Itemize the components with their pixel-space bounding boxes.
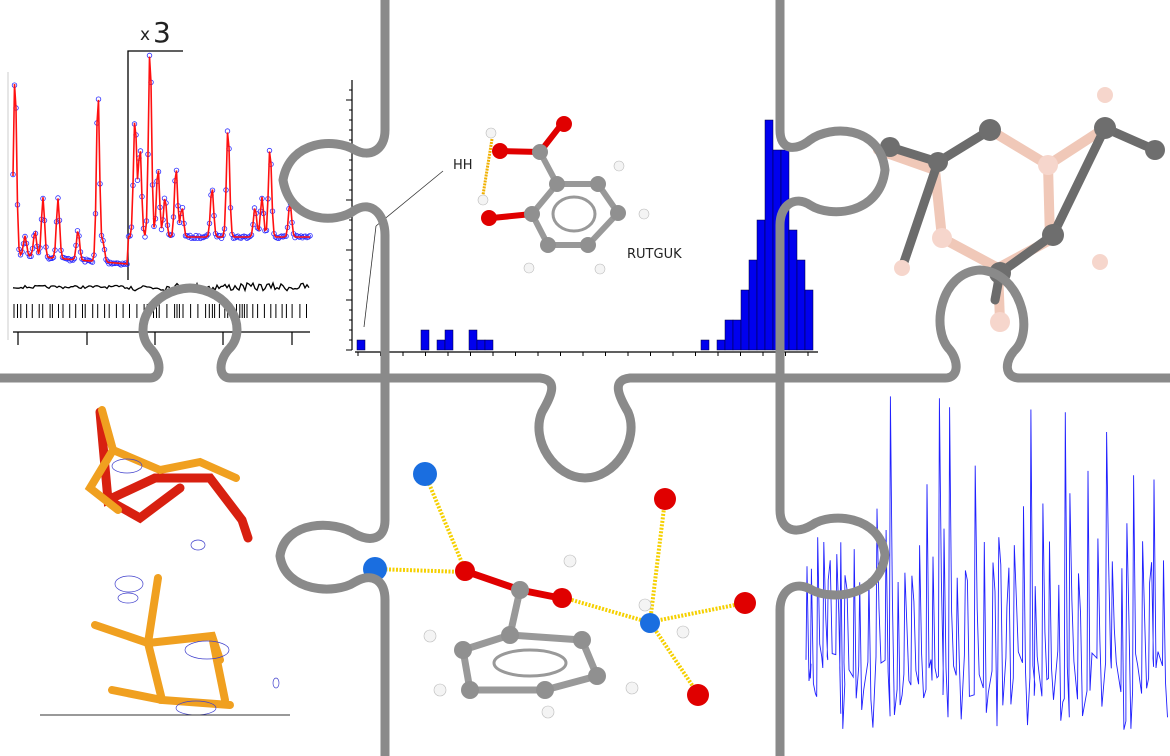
observed-point [83,256,90,262]
hh-callout-line [363,225,377,328]
x-axis-ticks [17,332,293,345]
histogram-bar [356,339,366,351]
hbond-icon [481,138,494,196]
observed-point [184,232,190,239]
histogram-bar [740,289,750,351]
histogram-bar [700,339,710,351]
histogram-bar [420,329,430,351]
histogram-bar [444,329,454,351]
hbond-network-molecule [363,462,756,719]
refcode-label: RUTGUK [627,247,682,262]
observed-point [197,235,204,242]
histogram-panel: HH RUTGUK [346,80,818,356]
observed-point [307,232,313,239]
histogram-bar [724,319,734,351]
difference-curve [12,281,310,293]
scale-bracket [127,50,183,280]
histogram-bar [748,259,758,351]
histogram-bar [732,319,742,351]
histogram-bar [484,339,494,351]
stick-structures-bottom-left [40,406,290,716]
observed-point [191,235,198,241]
observed-point [244,235,250,241]
histogram-bar [468,329,478,351]
observed-point [67,258,73,264]
histogram-bar [476,339,486,351]
reflection-ticks [13,304,307,318]
histogram-bar [764,119,774,351]
observed-point [218,235,225,241]
histogram-bar [804,289,814,351]
powder-diffraction-panel: x 3 [7,16,313,345]
y-axis-ticks [346,89,352,351]
x-axis-ticks [357,352,809,356]
histogram-bars [356,119,814,351]
salicylic-acid-molecule [477,116,650,275]
scale-factor-label: 3 [153,16,171,49]
histogram-bar [436,339,446,351]
histogram-bar [788,229,798,351]
observed-point [118,262,124,268]
scale-x-label: x [140,25,150,45]
histogram-bar [796,259,806,351]
observed-point [193,232,199,239]
histogram-bar [716,339,726,351]
histogram-bar [756,219,766,351]
spectrum-trace [805,396,1168,730]
hh-callout-line [375,170,444,227]
calculated-pattern [12,56,310,265]
hh-label: HH [453,158,473,173]
